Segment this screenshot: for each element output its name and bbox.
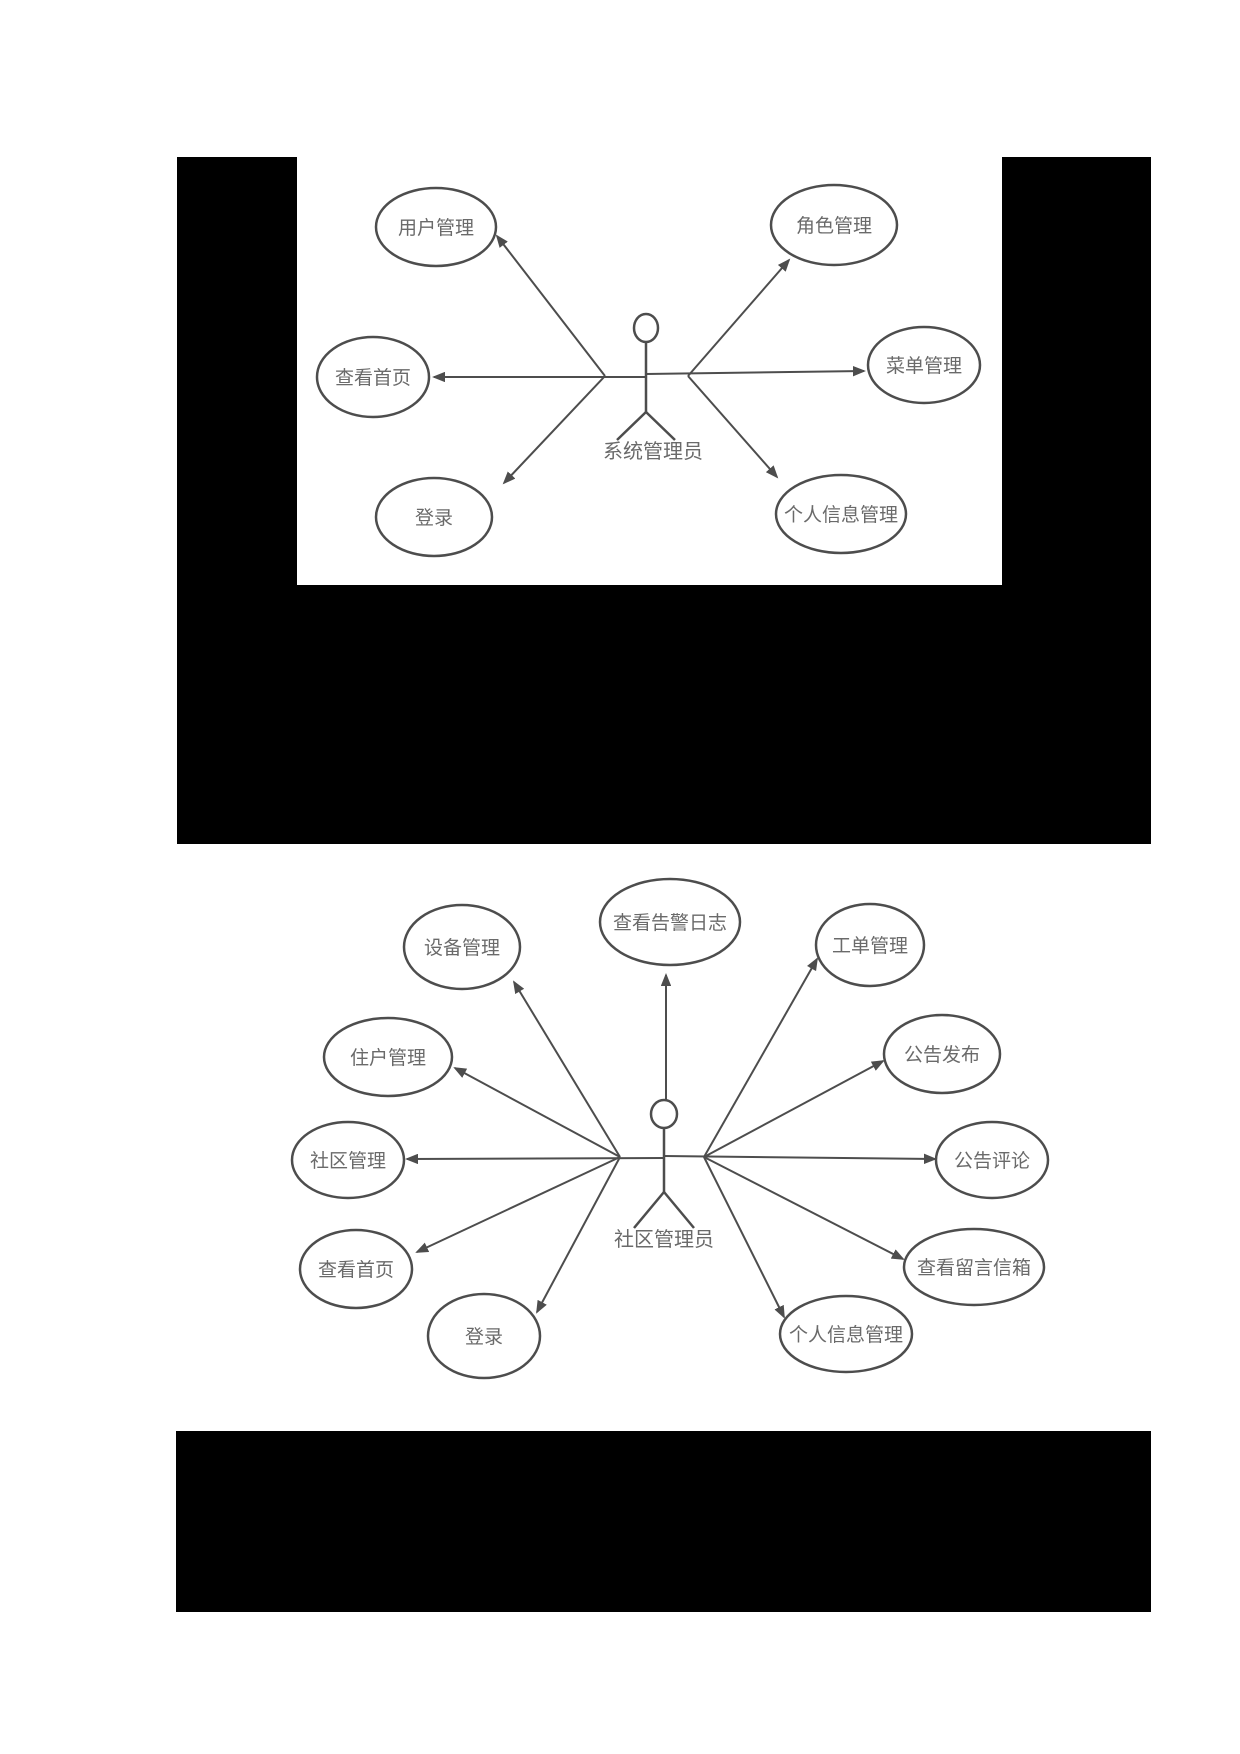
use-case-ellipse (866, 325, 982, 405)
use-case-label: 社区管理 (310, 1150, 386, 1172)
use-case-label: 住户管理 (350, 1047, 426, 1069)
actor-label: 系统管理员 (603, 440, 703, 463)
redacted-region-top-left-bar (177, 157, 297, 844)
use-case-label: 查看首页 (335, 367, 411, 389)
diagrams-root: 系统管理员用户管理角色管理查看首页菜单管理登录个人信息管理社区管理员查看告警日志… (290, 183, 1050, 1380)
use-case-ellipse (374, 476, 494, 558)
actor-left-leg (633, 1191, 665, 1229)
association-arrow (663, 1153, 937, 1165)
use-case-label: 设备管理 (424, 937, 500, 959)
use-case-ellipse (290, 1120, 406, 1200)
use-case-ellipse (426, 1292, 542, 1380)
use-case-label: 公告评论 (954, 1150, 1030, 1172)
association-arrow (495, 234, 606, 377)
use-case-label: 公告发布 (904, 1044, 980, 1066)
association-arrow (405, 1153, 665, 1165)
use-case-label: 查看首页 (318, 1259, 394, 1281)
use-case-ellipse (934, 1120, 1050, 1200)
redacted-region-top-right-bar (1002, 157, 1151, 844)
actor-left-leg (616, 411, 647, 441)
association-arrow (687, 375, 779, 479)
use-case-ellipse (902, 1227, 1046, 1307)
association-arrow (703, 1156, 905, 1260)
actor-label: 社区管理员 (614, 1228, 714, 1251)
association-arrow (536, 1156, 621, 1314)
use-case-ellipse (769, 183, 899, 267)
use-case-ellipse (374, 186, 498, 268)
association-arrow (502, 375, 606, 485)
use-case-label: 登录 (465, 1326, 503, 1348)
actor-head (649, 1098, 679, 1130)
redacted-region-top-bottom-block (297, 585, 1002, 844)
association-arrow (687, 258, 791, 377)
use-case-ellipse (598, 877, 742, 967)
association-arrow (645, 365, 866, 377)
actor-figure (633, 1098, 695, 1229)
use-case-ellipse (778, 1294, 914, 1374)
use-case-label: 个人信息管理 (784, 504, 898, 526)
use-case-ellipse (774, 473, 908, 555)
use-case-ellipse (402, 903, 522, 991)
use-case-label: 菜单管理 (886, 355, 962, 377)
use-case-ellipse (322, 1016, 454, 1098)
actor-right-leg (663, 1191, 695, 1229)
use-case-label: 个人信息管理 (789, 1324, 903, 1346)
use-case-ellipse (298, 1228, 414, 1310)
association-arrow (703, 1156, 785, 1319)
association-arrow (703, 957, 818, 1158)
use-case-ellipse (882, 1013, 1002, 1095)
use-case-label: 角色管理 (796, 215, 872, 237)
use-case-ellipse (315, 335, 431, 419)
actor-right-leg (645, 411, 676, 441)
use-case-ellipse (814, 902, 926, 988)
actor-head (632, 312, 660, 344)
use-case-label: 登录 (415, 507, 453, 529)
use-case-label: 查看留言信箱 (917, 1257, 1031, 1279)
association-arrow (512, 980, 621, 1158)
use-case-label: 工单管理 (832, 935, 908, 957)
association-arrow (453, 1067, 621, 1158)
redacted-region-bottom-strip (176, 1431, 1151, 1612)
association-arrow (703, 1060, 885, 1158)
use-case-label: 用户管理 (398, 217, 474, 239)
actor-figure (616, 312, 676, 441)
use-case-label: 查看告警日志 (613, 912, 727, 934)
association-arrow (415, 1156, 621, 1253)
